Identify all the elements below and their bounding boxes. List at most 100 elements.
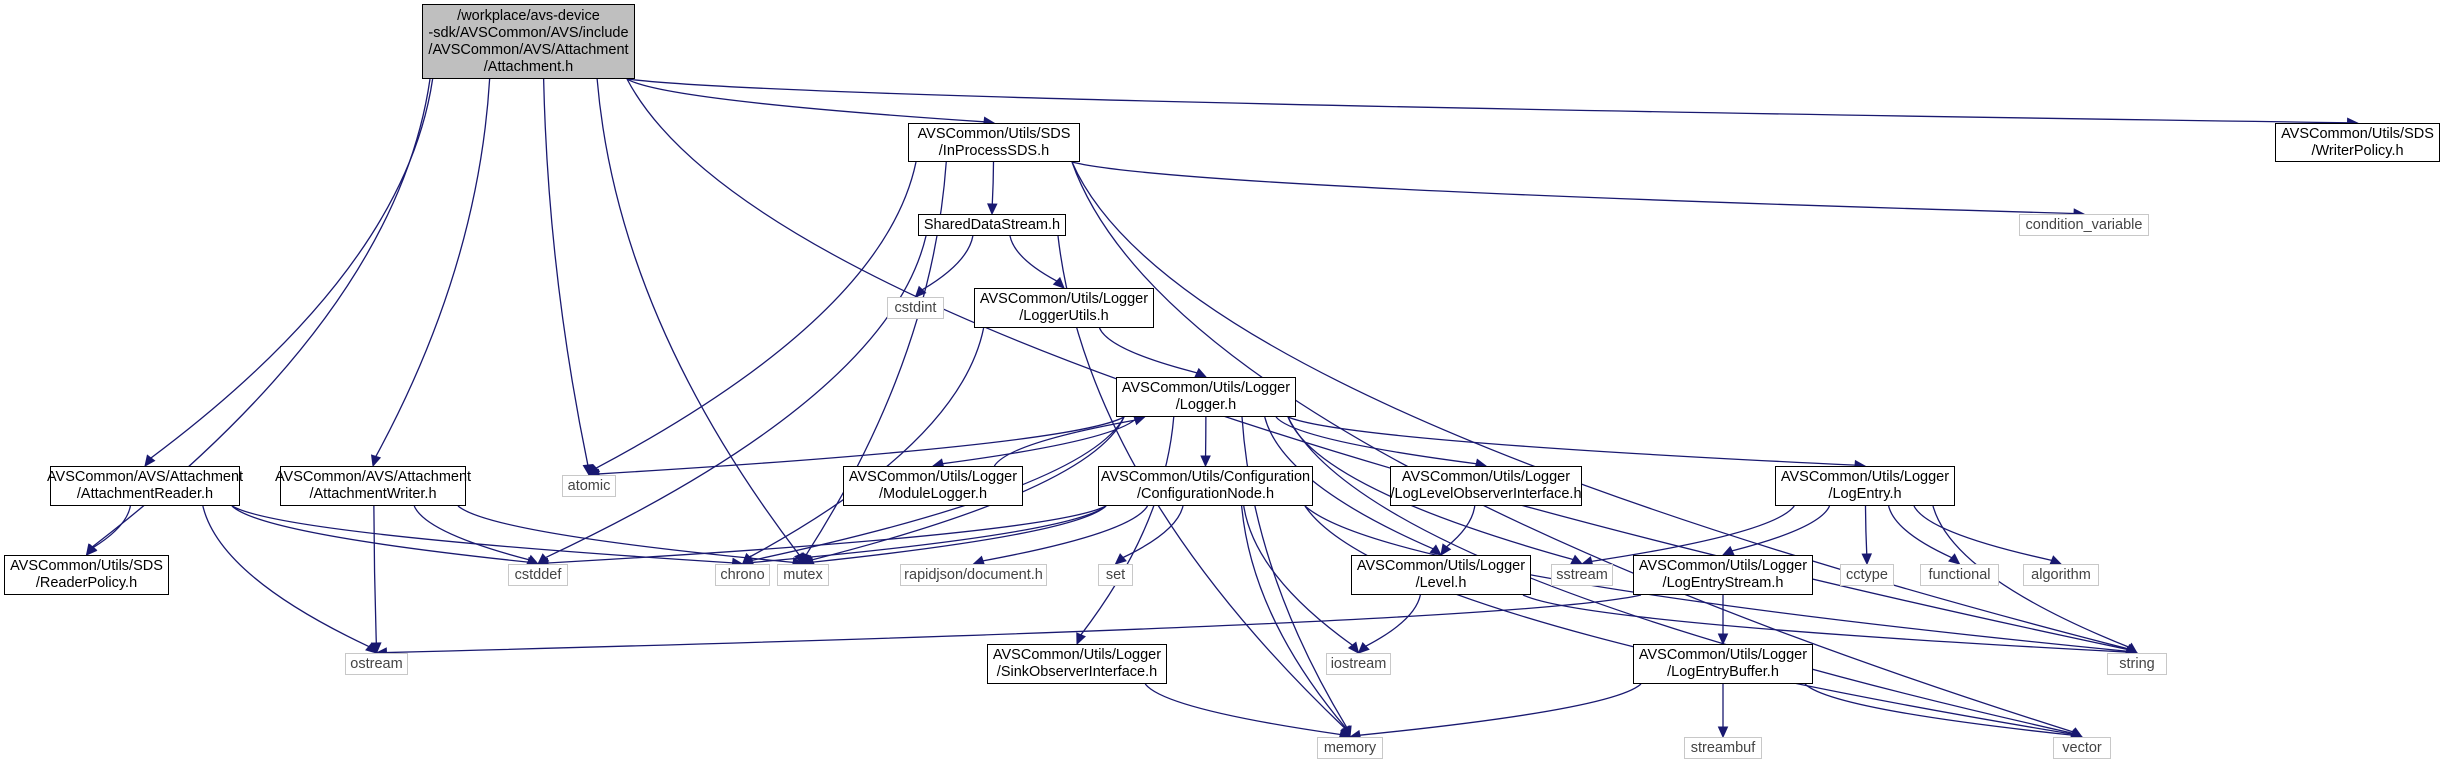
edge-logentrystream-to-ostream bbox=[386, 594, 1642, 654]
node-vector: vector bbox=[2053, 737, 2111, 759]
edge-attachment-to-inprocess bbox=[626, 78, 985, 123]
node-label-line: /AVSCommon/AVS/Attachment bbox=[428, 41, 629, 58]
node-label-line: AVSCommon/Utils/Logger bbox=[1638, 558, 1808, 574]
edge-arrowhead bbox=[987, 203, 998, 216]
node-label-line: cstddef bbox=[514, 566, 562, 583]
node-algorithm: algorithm bbox=[2023, 564, 2099, 586]
node-attachment-h[interactable]: /workplace/avs-device-sdk/AVSCommon/AVS/… bbox=[422, 4, 635, 79]
node-label-line: AVSCommon/AVS/Attachment bbox=[46, 469, 244, 485]
edge-arrowhead bbox=[1114, 553, 1127, 565]
node-sinkobserverinterface-h[interactable]: AVSCommon/Utils/Logger/SinkObserverInter… bbox=[987, 644, 1167, 684]
node-attachmentwriter-h[interactable]: AVSCommon/AVS/Attachment/AttachmentWrite… bbox=[275, 466, 471, 506]
node-label-line: /workplace/avs-device bbox=[457, 7, 600, 24]
edge-logger-to-loglevelobserver bbox=[1275, 416, 1477, 465]
node-label-line: AVSCommon/Utils/Logger bbox=[992, 647, 1162, 663]
node-modulelogger-h[interactable]: AVSCommon/Utils/Logger/ModuleLogger.h bbox=[843, 466, 1023, 506]
edge-arrowhead bbox=[1440, 543, 1452, 557]
node-label-line: functional bbox=[1928, 566, 1991, 583]
node-label-line: mutex bbox=[783, 566, 823, 583]
edge-logentry-to-logentrystream bbox=[1731, 505, 1831, 552]
node-label-line: string bbox=[2119, 655, 2155, 672]
node-writerpolicy-h[interactable]: AVSCommon/Utils/SDS/WriterPolicy.h bbox=[2275, 123, 2440, 162]
edge-loglevelobserver-to-level bbox=[1446, 505, 1476, 548]
edge-arrowhead bbox=[144, 454, 156, 467]
node-label-line: AVSCommon/Utils/Logger bbox=[1638, 647, 1808, 663]
edge-arrowhead bbox=[1347, 641, 1360, 654]
node-condition-variable: condition_variable bbox=[2019, 214, 2149, 236]
node-label-line: atomic bbox=[567, 477, 611, 494]
node-loglevelobserverinterface-h[interactable]: AVSCommon/Utils/Logger/LogLevelObserverI… bbox=[1390, 466, 1582, 506]
edge-level-to-string bbox=[1522, 594, 2128, 653]
edge-logentry-to-algorithm bbox=[1913, 505, 2052, 561]
node-logger-h[interactable]: AVSCommon/Utils/Logger/Logger.h bbox=[1116, 377, 1296, 417]
edge-arrowhead bbox=[1721, 545, 1735, 556]
edge-logentry-to-functional bbox=[1887, 505, 1953, 559]
edge-configurationnode-to-mutex bbox=[812, 505, 1107, 563]
node-shareddatastream-h[interactable]: SharedDataStream.h bbox=[918, 214, 1066, 236]
node-label-line: AVSCommon/Utils/Logger bbox=[848, 469, 1018, 485]
node-label-line: /ConfigurationNode.h bbox=[1136, 486, 1275, 502]
node-configurationnode-h[interactable]: AVSCommon/Utils/Configuration/Configurat… bbox=[1098, 466, 1313, 506]
node-streambuf: streambuf bbox=[1684, 737, 1762, 759]
node-label-line: AVSCommon/Utils/Logger bbox=[1780, 469, 1950, 485]
edge-arrowhead bbox=[1200, 455, 1211, 468]
edge-logger-to-mutex bbox=[811, 416, 1125, 561]
node-label-line: chrono bbox=[720, 566, 765, 583]
node-label-line: /ModuleLogger.h bbox=[878, 486, 988, 502]
node-set: set bbox=[1098, 564, 1133, 586]
edge-arrowhead bbox=[1717, 726, 1729, 739]
edge-attachmentwriter-to-ostream bbox=[373, 505, 377, 644]
edge-arrowhead bbox=[526, 554, 540, 565]
node-label-line: AVSCommon/Utils/SDS bbox=[917, 125, 1071, 142]
node-label-line: /LogEntry.h bbox=[1828, 486, 1902, 502]
edge-configurationnode-to-iostream bbox=[1243, 505, 1353, 646]
edge-shareddatastream-to-loggerutils bbox=[1009, 235, 1058, 282]
edge-attachmentwriter-to-mutex bbox=[457, 505, 794, 563]
edge-attachmentreader-to-cstddef bbox=[231, 505, 529, 563]
edge-arrowhead bbox=[1194, 367, 1208, 378]
node-label-line: AVSCommon/Utils/Logger bbox=[1356, 558, 1526, 574]
node-label-line: /LogEntryStream.h bbox=[1662, 575, 1784, 591]
node-label-line: sstream bbox=[1556, 566, 1608, 583]
node-readerpolicy-h[interactable]: AVSCommon/Utils/SDS/ReaderPolicy.h bbox=[4, 555, 169, 595]
node-atomic: atomic bbox=[562, 475, 616, 497]
node-inprocesssds-h[interactable]: AVSCommon/Utils/SDS/InProcessSDS.h bbox=[908, 123, 1080, 162]
node-label-line: /Attachment.h bbox=[483, 58, 574, 75]
edge-logger-to-sinkobserver bbox=[1080, 416, 1175, 636]
edge-configurationnode-to-rapidjson bbox=[982, 505, 1149, 562]
node-label-line: condition_variable bbox=[2025, 216, 2143, 233]
edge-arrowhead bbox=[85, 543, 98, 556]
node-logentrystream-h[interactable]: AVSCommon/Utils/Logger/LogEntryStream.h bbox=[1633, 555, 1813, 595]
node-label-line: vector bbox=[2062, 739, 2102, 756]
edge-arrowhead bbox=[1570, 554, 1584, 565]
edge-arrowhead bbox=[2125, 642, 2138, 654]
edge-arrowhead bbox=[1429, 544, 1442, 556]
edge-arrowhead bbox=[1076, 632, 1086, 646]
node-label-line: /Level.h bbox=[1415, 575, 1467, 591]
edge-shareddatastream-to-cstddef bbox=[545, 235, 927, 559]
node-sstream: sstream bbox=[1551, 564, 1613, 586]
edge-configurationnode-to-vector bbox=[1304, 505, 2073, 735]
edge-attachment-to-atomic bbox=[542, 78, 589, 466]
node-mutex: mutex bbox=[777, 564, 829, 586]
node-label-line: /WriterPolicy.h bbox=[2311, 142, 2404, 159]
edge-arrowhead bbox=[1133, 415, 1146, 426]
node-cctype: cctype bbox=[1840, 564, 1894, 586]
node-label-line: /ReaderPolicy.h bbox=[35, 575, 138, 591]
edge-logger-to-level bbox=[1264, 416, 1434, 550]
node-logentrybuffer-h[interactable]: AVSCommon/Utils/Logger/LogEntryBuffer.h bbox=[1633, 644, 1813, 684]
edge-inprocess-to-vector bbox=[1071, 161, 2074, 733]
edge-arrowhead bbox=[371, 642, 382, 655]
edge-logentrybuffer-to-vector bbox=[1804, 683, 2073, 736]
node-label-line: /LogEntryBuffer.h bbox=[1667, 664, 1779, 680]
node-loggerutils-h[interactable]: AVSCommon/Utils/Logger/LoggerUtils.h bbox=[974, 288, 1154, 328]
edge-logger-to-modulelogger bbox=[942, 416, 1139, 465]
node-label-line: rapidjson/document.h bbox=[904, 566, 1043, 583]
node-label-line: -sdk/AVSCommon/AVS/include bbox=[428, 24, 629, 41]
node-attachmentreader-h[interactable]: AVSCommon/AVS/Attachment/AttachmentReade… bbox=[46, 466, 244, 506]
node-level-h[interactable]: AVSCommon/Utils/Logger/Level.h bbox=[1351, 555, 1531, 595]
edge-logentrybuffer-to-memory bbox=[1359, 683, 1642, 736]
edge-logger-to-logentry bbox=[1287, 416, 1856, 466]
node-logentry-h[interactable]: AVSCommon/Utils/Logger/LogEntry.h bbox=[1775, 466, 1955, 506]
node-rapidjson-document-h: rapidjson/document.h bbox=[900, 564, 1047, 586]
